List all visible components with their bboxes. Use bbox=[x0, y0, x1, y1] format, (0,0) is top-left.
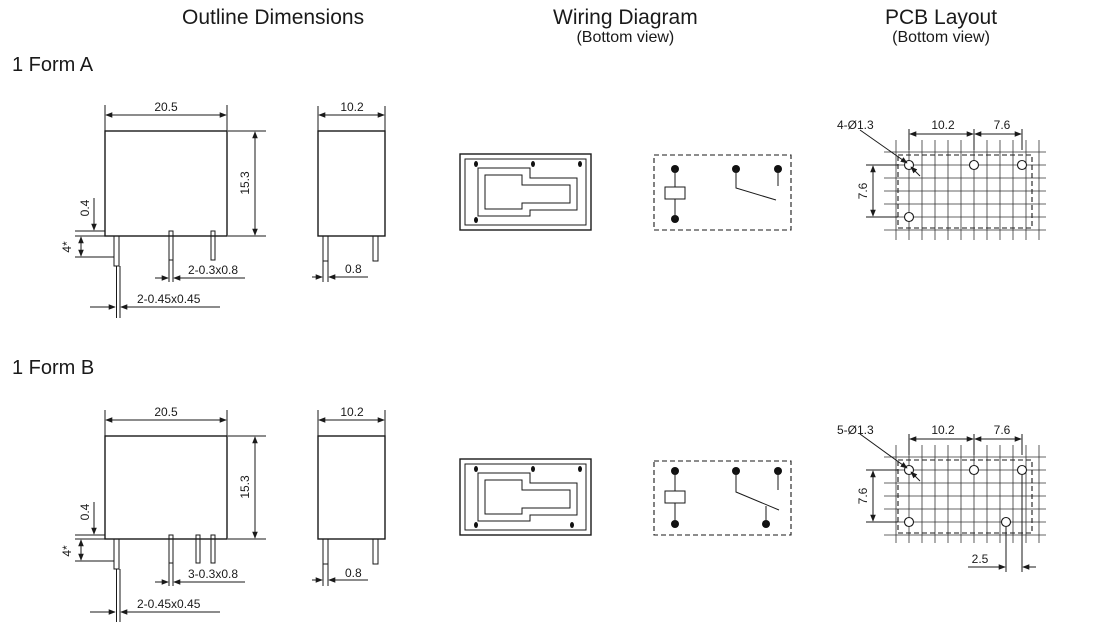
hole-spec: 5-Ø1.3 bbox=[837, 423, 874, 437]
height-dimension: 15.3 bbox=[238, 475, 252, 499]
pcb-hole bbox=[968, 159, 980, 171]
wiring-diagram-title: Wiring Diagram bbox=[553, 6, 698, 29]
small-pin-3 bbox=[210, 534, 216, 564]
outline-dimensions-header: Outline Dimensions bbox=[182, 7, 364, 29]
large-pin-left bbox=[113, 235, 120, 267]
large-pin-left bbox=[113, 538, 120, 570]
hole-spec: 4-Ø1.3 bbox=[837, 118, 874, 132]
depth-dimension: 10.2 bbox=[340, 405, 364, 419]
pitch-vertical: 7.6 bbox=[856, 182, 870, 199]
relay-body-side bbox=[317, 435, 386, 540]
coil-symbol bbox=[664, 186, 686, 200]
pcb-layout-header: PCB Layout (Bottom view) bbox=[885, 7, 997, 47]
form-a-wiring-schematic bbox=[653, 154, 792, 231]
small-pin-2 bbox=[195, 534, 201, 564]
pcb-hole bbox=[1000, 516, 1012, 528]
offset-dimension: 0.4 bbox=[78, 199, 92, 216]
side-pin-left bbox=[322, 235, 329, 262]
coil-symbol bbox=[664, 490, 686, 504]
depth-dimension: 10.2 bbox=[340, 100, 364, 114]
pcb-hole bbox=[903, 516, 915, 528]
form-a-pcb-layout: 4-Ø1.3 10.2 7.6 7.6 bbox=[837, 118, 1046, 240]
form-a-bottom-outline bbox=[459, 153, 592, 231]
form-b-front-view: 20.5 15.3 0.4 4* 3-0.3x0.8 bbox=[60, 405, 266, 622]
pitch-a: 10.2 bbox=[931, 118, 955, 132]
form-a-side-view: 10.2 0.8 bbox=[312, 100, 386, 282]
width-dimension: 20.5 bbox=[154, 100, 178, 114]
pin-length-dimension: 4* bbox=[60, 545, 74, 557]
form-b-side-view: 10.2 0.8 bbox=[312, 405, 386, 586]
pcb-hole bbox=[968, 464, 980, 476]
pitch-b: 7.6 bbox=[994, 118, 1011, 132]
small-pins-dimension: 3-0.3x0.8 bbox=[188, 567, 238, 581]
form-b-label: 1 Form B bbox=[12, 357, 95, 379]
large-pins-dimension: 2-0.45x0.45 bbox=[137, 597, 201, 611]
pin-width-dimension: 0.8 bbox=[345, 566, 362, 580]
small-pins-dimension: 2-0.3x0.8 bbox=[188, 263, 238, 277]
pitch-a: 10.2 bbox=[931, 423, 955, 437]
small-pin-mid bbox=[168, 230, 174, 261]
pitch-vertical: 7.6 bbox=[856, 487, 870, 504]
pitch-b: 7.6 bbox=[994, 423, 1011, 437]
pcb-hole bbox=[903, 211, 915, 223]
wiring-diagram-header: Wiring Diagram (Bottom view) bbox=[553, 7, 698, 47]
relay-body-front bbox=[104, 435, 228, 540]
pcb-layout-title: PCB Layout bbox=[885, 6, 998, 29]
pitch-small: 2.5 bbox=[972, 552, 989, 566]
pcb-hole bbox=[1016, 464, 1028, 476]
side-pin-left bbox=[322, 538, 329, 565]
wiring-diagram-subtitle: (Bottom view) bbox=[576, 29, 675, 46]
large-pins-dimension: 2-0.45x0.45 bbox=[137, 292, 201, 306]
small-pin-1 bbox=[168, 534, 174, 564]
form-b-bottom-outline bbox=[459, 458, 592, 536]
outline-dimensions-title: Outline Dimensions bbox=[182, 6, 365, 29]
form-b-drawings: 20.5 15.3 0.4 4* 3-0.3x0.8 bbox=[60, 405, 1046, 622]
side-pin-right bbox=[372, 235, 379, 262]
form-a-label: 1 Form A bbox=[12, 54, 94, 76]
form-b-wiring-schematic bbox=[653, 460, 792, 536]
width-dimension: 20.5 bbox=[154, 405, 178, 419]
form-a-drawings: 20.5 15.3 0.4 4* 2-0.3x0. bbox=[60, 100, 1046, 318]
offset-dimension: 0.4 bbox=[78, 503, 92, 520]
form-b-pcb-layout: 5-Ø1.3 10.2 7.6 7.6 2.5 bbox=[837, 423, 1046, 572]
relay-body-side bbox=[317, 130, 386, 237]
small-pin-right bbox=[210, 230, 216, 261]
pcb-layout-subtitle: (Bottom view) bbox=[892, 29, 990, 46]
relay-body-front bbox=[104, 130, 228, 237]
pin-length-dimension: 4* bbox=[60, 241, 74, 253]
pcb-hole bbox=[1016, 159, 1028, 171]
form-a-front-view: 20.5 15.3 0.4 4* 2-0.3x0. bbox=[60, 100, 266, 318]
side-pin-right bbox=[372, 538, 379, 565]
pin-width-dimension: 0.8 bbox=[345, 262, 362, 276]
height-dimension: 15.3 bbox=[238, 171, 252, 195]
